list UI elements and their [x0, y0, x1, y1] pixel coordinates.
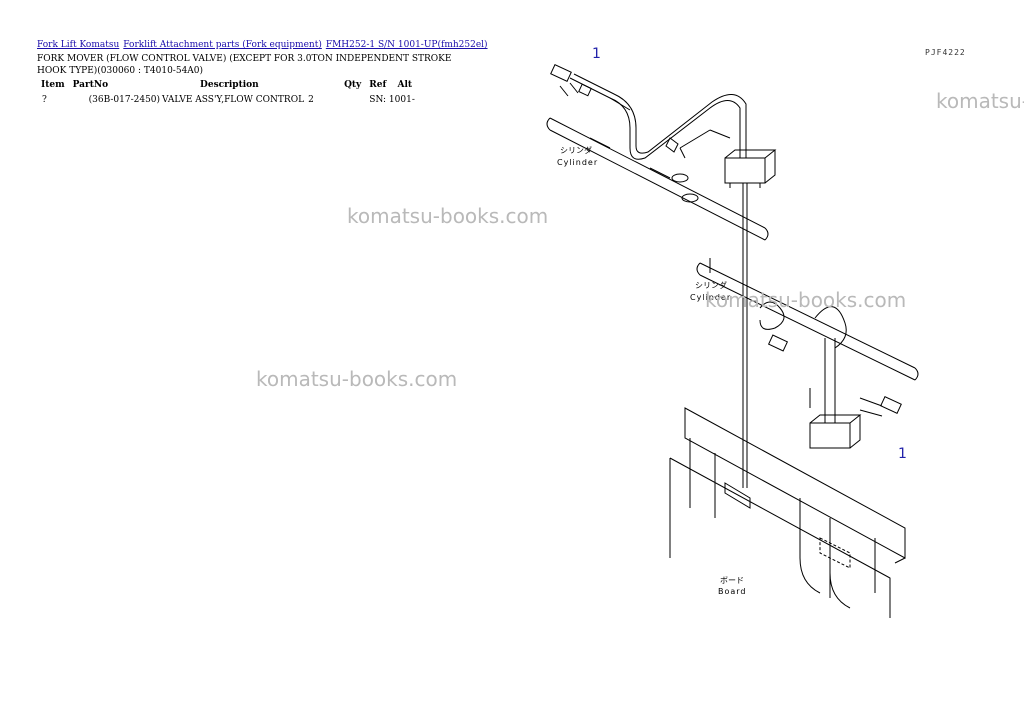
table-row: ? (36B-017-2450) VALVE ASS'Y,FLOW CONTRO… [37, 93, 419, 107]
column-header-ref: Ref [369, 80, 387, 90]
breadcrumb-link-attachment-parts[interactable]: Forklift Attachment parts (Fork equipmen… [123, 40, 322, 50]
label-board-jp: ボード [720, 576, 744, 585]
watermark: komatsu-books.com [705, 288, 907, 312]
table-header-row: Item PartNo Description Qty Ref Alt [37, 79, 419, 93]
cell-description: VALVE ASS'Y,FLOW CONTROL [162, 95, 305, 105]
parts-diagram: 1 1 シリンダ Cylinder シリンダ Cylinder ボード Boar… [546, 46, 919, 618]
breadcrumb-link-forklift-komatsu[interactable]: Fork Lift Komatsu [37, 40, 120, 50]
column-header-alt: Alt [397, 80, 413, 90]
breadcrumb-link-model[interactable]: FMH252-1 S/N 1001-UP(fmh252el) [325, 40, 488, 50]
callout-1-bottom: 1 [898, 446, 907, 462]
label-board: Board [718, 587, 747, 596]
cell-ref: SN: 1001- [369, 95, 415, 105]
label-cylinder-jp-top: シリンダ [560, 145, 592, 155]
label-cylinder-top: Cylinder [557, 158, 598, 167]
cell-item: ? [42, 95, 47, 105]
page-title: FORK MOVER (FLOW CONTROL VALVE) (EXCEPT … [37, 54, 452, 76]
watermark: komatsu-books.com [936, 89, 1024, 113]
parts-table: Item PartNo Description Qty Ref Alt ? (3… [37, 79, 419, 107]
label-cylinder-bottom: Cylinder [690, 293, 731, 302]
watermark: komatsu-books.com [256, 367, 458, 391]
drawing-code: PJF4222 [925, 48, 966, 57]
column-header-description: Description [200, 80, 259, 90]
callout-1-top: 1 [592, 46, 601, 62]
column-header-item: Item [41, 80, 65, 90]
cell-partno: (36B-017-2450) [88, 95, 161, 105]
column-header-qty: Qty [344, 80, 362, 90]
cell-qty: 2 [308, 95, 314, 105]
column-header-partno: PartNo [72, 80, 109, 90]
label-cylinder-jp-bottom: シリンダ [695, 280, 727, 290]
watermark: komatsu-books.com [347, 204, 549, 228]
